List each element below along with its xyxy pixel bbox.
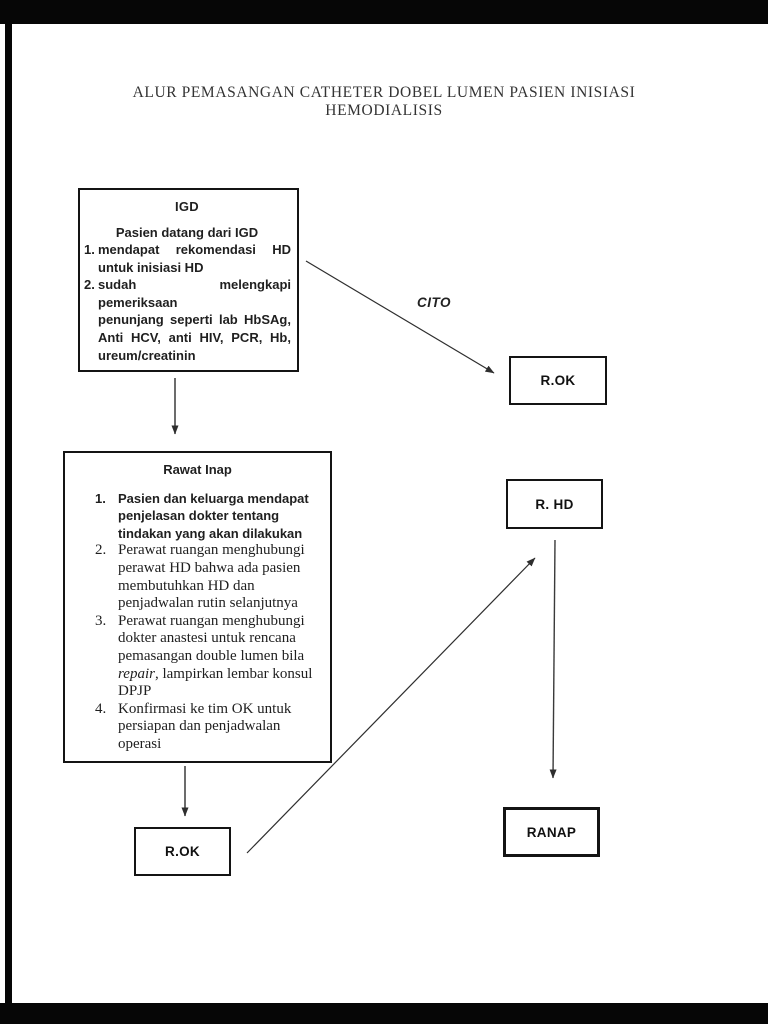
arrow-igd-to-rok-cito [305, 260, 495, 374]
flowchart-box-rok-top: R.OK [509, 356, 607, 405]
rok-top-label: R.OK [540, 373, 576, 388]
igd-box-title: IGD [174, 199, 199, 214]
flowchart-box-rok-bottom: R.OK [134, 827, 231, 876]
list-item-number: 4. [95, 700, 107, 717]
rok-bottom-label: R.OK [165, 844, 200, 859]
document-title-line2: HEMODIALISIS [325, 101, 443, 119]
cito-arrow-label: CITO [417, 295, 452, 310]
rhd-label: R. HD [535, 496, 574, 512]
document-title: ALUR PEMASANGAN CATHETER DOBEL LUMEN PAS… [0, 84, 768, 119]
list-item-number: 1. [84, 242, 95, 257]
ranap-label: RANAP [526, 824, 577, 840]
list-item-number: 3. [95, 612, 107, 629]
list-item-number: 2. [95, 542, 107, 559]
igd-box-subtitle: Pasien datang dari IGD [115, 225, 259, 240]
flowchart-box-rhd: R. HD [506, 479, 603, 529]
flowchart-box-ranap: RANAP [503, 807, 600, 857]
letterbox-bottom [0, 1003, 768, 1024]
list-item-number: 2. [84, 277, 95, 293]
flowchart-box-rawat-inap: Rawat Inap 1. Pasien dan keluarga mendapa… [63, 451, 332, 763]
letterbox-top [0, 0, 768, 24]
document-title-line1: ALUR PEMASANGAN CATHETER DOBEL LUMEN PAS… [132, 84, 636, 101]
page-edge-shadow [5, 24, 12, 1003]
arrow-rhd-to-ranap [549, 539, 557, 779]
flowchart-box-igd: IGD Pasien datang dari IGD 1.mendapat re… [78, 188, 299, 372]
rawat-inap-box-title: Rawat Inap [163, 462, 232, 477]
list-item-number: 1. [95, 490, 106, 506]
